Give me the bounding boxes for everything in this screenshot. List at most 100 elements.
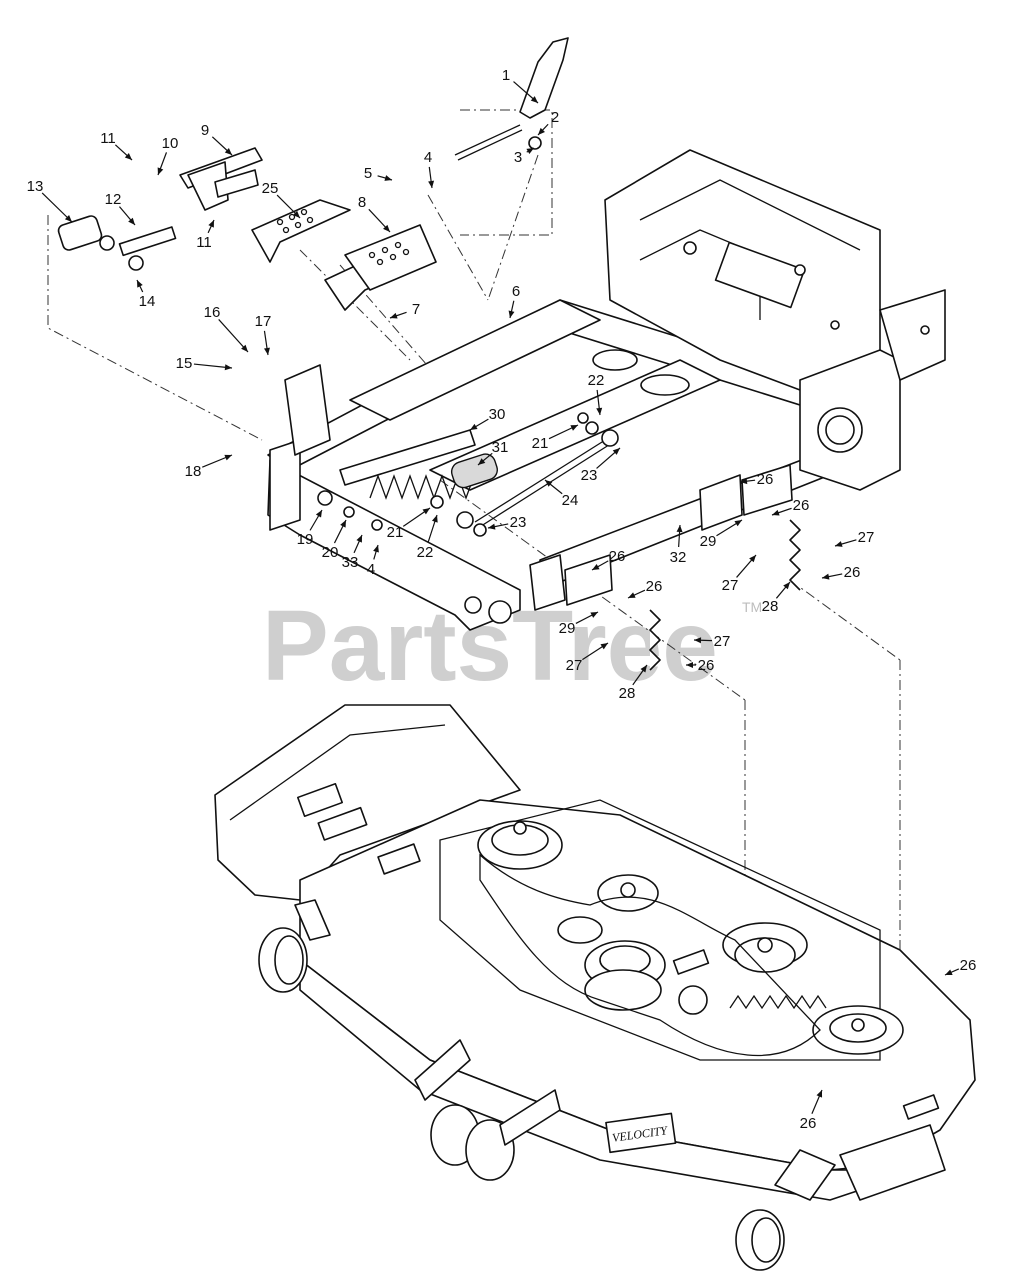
callout-c20: 20 <box>322 519 347 561</box>
callout-c30: 30 <box>469 406 505 431</box>
callout-c23b: 23 <box>487 514 526 531</box>
callout-number: 29 <box>700 533 717 550</box>
springs-and-rods <box>317 412 619 537</box>
callout-c14: 14 <box>136 279 156 310</box>
callout-arrowhead <box>478 458 486 465</box>
callout-c12: 12 <box>105 191 136 226</box>
callout-c21a: 21 <box>532 424 579 452</box>
callout-number: 27 <box>858 529 875 546</box>
callout-arrowhead <box>340 520 346 528</box>
callout-c28a: 28 <box>762 581 791 615</box>
callout-arrowhead <box>686 662 693 668</box>
callout-arrowhead <box>224 454 232 461</box>
callout-c7: 7 <box>389 301 420 319</box>
callout-arrowhead <box>590 612 598 618</box>
callouts: 1234567891011111213141516171819202121222… <box>27 67 977 1132</box>
callout-arrowhead <box>292 210 300 218</box>
callout-arrowhead <box>545 480 553 487</box>
callout-arrowhead <box>422 508 430 515</box>
callout-arrowhead <box>508 310 515 318</box>
callout-c27a: 27 <box>834 529 875 547</box>
callout-c29b: 29 <box>559 611 599 637</box>
callout-number: 26 <box>793 497 810 514</box>
callout-arrowhead <box>530 96 538 103</box>
callout-c16: 16 <box>204 304 249 353</box>
callout-c4b: 4 <box>367 544 379 578</box>
callout-number: 19 <box>297 531 314 548</box>
callout-arrowhead <box>596 407 603 415</box>
callout-number: 28 <box>762 598 779 615</box>
callout-arrowhead <box>835 541 843 547</box>
callout-arrowhead <box>124 153 132 160</box>
callout-number: 21 <box>387 524 404 541</box>
callout-c21b: 21 <box>387 507 431 541</box>
callout-c11b: 11 <box>196 219 215 251</box>
callout-c27c: 27 <box>693 633 730 650</box>
callout-arrowhead <box>612 448 620 455</box>
callout-arrowhead <box>431 515 438 523</box>
callout-arrowhead <box>383 224 390 232</box>
callout-c4a: 4 <box>424 149 435 189</box>
callout-c19: 19 <box>297 509 323 548</box>
callout-arrowhead <box>137 280 143 288</box>
callout-arrowhead <box>600 643 608 650</box>
callout-arrowhead <box>640 665 647 673</box>
callout-c31: 31 <box>477 439 509 466</box>
callout-number: 9 <box>201 122 209 139</box>
callout-c26g: 26 <box>944 957 976 976</box>
callout-number: 22 <box>417 544 434 561</box>
callout-arrowhead <box>384 175 392 181</box>
callout-number: 26 <box>609 548 626 565</box>
handle-lever <box>454 37 569 161</box>
callout-c26e: 26 <box>821 564 861 581</box>
callout-number: 5 <box>364 165 372 182</box>
callout-arrowhead <box>428 180 435 188</box>
callout-number: 17 <box>255 313 272 330</box>
callout-number: 26 <box>844 564 861 581</box>
callout-arrowhead <box>740 478 748 485</box>
callout-number: 11 <box>100 130 116 147</box>
callout-arrowhead <box>822 573 830 580</box>
callout-number: 27 <box>566 657 583 674</box>
callout-c5: 5 <box>364 165 393 182</box>
callout-number: 16 <box>204 304 221 321</box>
callout-arrowhead <box>373 545 379 553</box>
callout-c22a: 22 <box>588 372 604 416</box>
callout-c2: 2 <box>537 109 559 136</box>
callout-number: 20 <box>322 544 339 561</box>
callout-number: 4 <box>424 149 432 166</box>
callout-number: 29 <box>559 620 576 637</box>
callout-arrowhead <box>315 510 322 518</box>
callout-number: 15 <box>176 355 193 372</box>
mower-frame <box>267 149 946 631</box>
callout-c27b: 27 <box>722 554 757 594</box>
callout-arrowhead <box>628 592 636 598</box>
callout-number: 24 <box>562 492 579 509</box>
callout-c24: 24 <box>544 479 579 509</box>
callout-arrowhead <box>356 535 362 543</box>
callout-c26f: 26 <box>686 657 714 674</box>
callout-c1: 1 <box>502 67 539 104</box>
callout-number: 14 <box>139 293 156 310</box>
callout-c26c: 26 <box>591 548 626 571</box>
callout-number: 31 <box>492 439 509 456</box>
callout-arrowhead <box>734 520 742 527</box>
callout-c22b: 22 <box>417 514 438 561</box>
callout-arrowhead <box>208 220 214 228</box>
callout-number: 11 <box>196 234 212 251</box>
callout-number: 3 <box>514 149 522 166</box>
callout-arrowhead <box>64 214 72 222</box>
callout-arrowhead <box>592 563 600 570</box>
callout-arrowhead <box>526 148 534 155</box>
height-adjust-pedal <box>57 147 263 271</box>
callout-c33: 33 <box>342 534 363 571</box>
callout-number: 10 <box>162 135 179 152</box>
callout-c26b: 26 <box>771 497 810 516</box>
mower-deck: VELOCITY <box>214 704 976 1271</box>
callout-number: 25 <box>262 180 279 197</box>
callout-number: 6 <box>512 283 520 300</box>
callout-arrowhead <box>816 1090 823 1098</box>
callout-c9: 9 <box>201 122 233 156</box>
callout-c23a: 23 <box>581 447 621 484</box>
